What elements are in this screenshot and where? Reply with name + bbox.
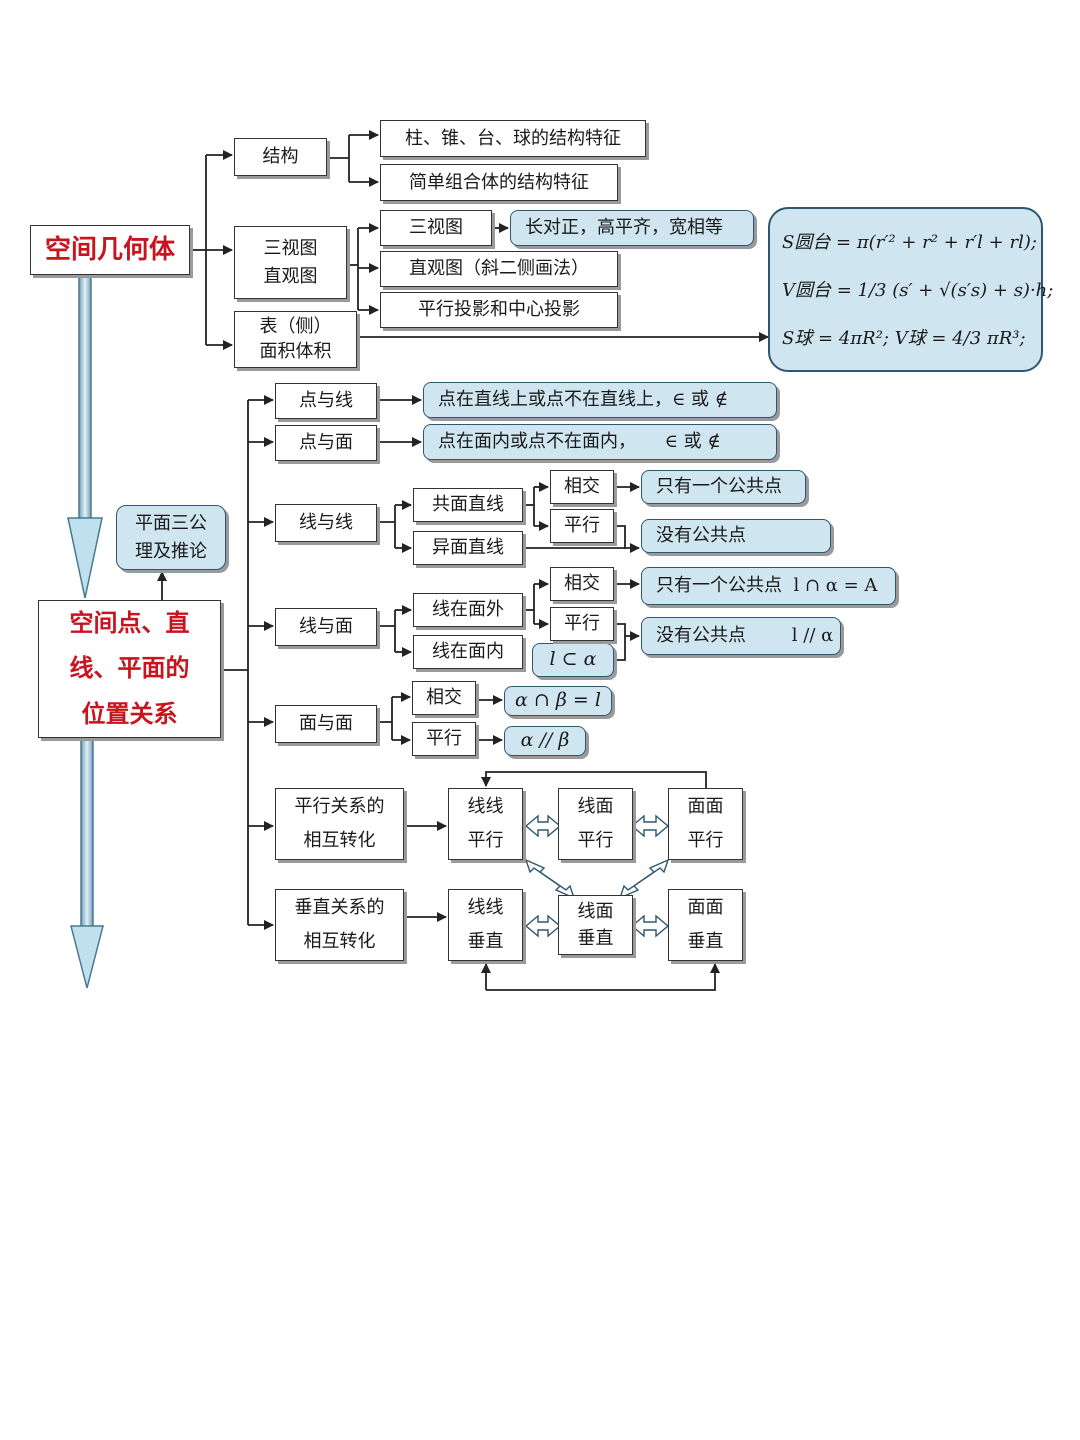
views-label-line1: 三视图: [263, 237, 318, 259]
perp-transform-node: 垂直关系的 相互转化: [275, 889, 404, 961]
coplanar-node: 共面直线: [413, 488, 523, 522]
lp-parallel-node: 平行: [550, 607, 614, 641]
pt-lp-line1: 线面: [577, 795, 614, 817]
inside-node: 线在面内: [413, 635, 523, 669]
point-line-node: 点与线: [275, 383, 377, 419]
ll-no-point-desc: 没有公共点: [641, 519, 831, 553]
perp-ll-line2: 垂直: [467, 931, 504, 952]
perp-label-line1: 垂直关系的: [294, 896, 385, 918]
perp-line-plane-node: 线面 垂直: [558, 895, 633, 955]
main-topic-line3: 位置关系: [81, 699, 178, 728]
ll-parallel-node: 平行: [550, 509, 614, 543]
pt-label-line1: 平行关系的: [294, 795, 385, 817]
line-line-node: 线与线: [275, 504, 377, 542]
axioms-line2: 理及推论: [135, 540, 207, 562]
pt-line-plane-node: 线面 平行: [558, 788, 633, 860]
inside-math: l ⊂ α: [532, 643, 614, 677]
formula-box: S圆台 = π(r′² + r² + r′l + rl); V圆台 = 1/3 …: [768, 207, 1054, 372]
ll-intersect-node: 相交: [550, 470, 614, 504]
structure-item-2: 简单组合体的结构特征: [380, 164, 618, 201]
perp-line-line-node: 线线 垂直: [448, 889, 523, 961]
pt-line-line-node: 线线 平行: [448, 788, 523, 860]
three-view-rule: 长对正，高平齐，宽相等: [510, 210, 754, 246]
main-topic-line2: 线、平面的: [69, 654, 190, 683]
pp-parallel-node: 平行: [412, 722, 476, 756]
line-plane-node: 线与面: [275, 608, 377, 646]
perp-pp-line1: 面面: [687, 896, 724, 918]
parallel-transform-node: 平行关系的 相互转化: [275, 788, 404, 860]
area-line2: 面积体积: [259, 340, 332, 362]
plane-plane-node: 面与面: [275, 705, 377, 743]
pp-intersect-math: α ∩ β = l: [504, 686, 612, 716]
pt-ll-line1: 线线: [467, 795, 504, 817]
perp-plane-plane-node: 面面 垂直: [668, 889, 743, 961]
pt-label-line2: 相互转化: [303, 830, 376, 851]
area-volume-node: 表（侧） 面积体积: [234, 311, 357, 368]
structure-node: 结构: [234, 138, 327, 176]
pt-plane-plane-node: 面面 平行: [668, 788, 743, 860]
three-view-node: 三视图: [380, 210, 492, 246]
perp-lp-line2: 垂直: [577, 928, 614, 949]
axioms-node: 平面三公 理及推论: [116, 505, 226, 570]
pp-intersect-node: 相交: [412, 681, 476, 715]
projection-node: 平行投影和中心投影: [380, 292, 618, 328]
lp-one-point-desc: 只有一个公共点 l ∩ α = A: [641, 567, 896, 605]
pt-ll-line2: 平行: [467, 830, 504, 851]
views-label-line2: 直观图: [263, 265, 318, 287]
perp-lp-line1: 线面: [577, 901, 614, 922]
pt-pp-line2: 平行: [687, 830, 724, 851]
perp-ll-line1: 线线: [467, 896, 504, 918]
ll-one-point-desc: 只有一个公共点: [641, 470, 806, 504]
area-line1: 表（侧）: [259, 316, 332, 338]
point-plane-node: 点与面: [275, 425, 377, 461]
point-plane-desc: 点在面内或点不在面内， ∈ 或 ∉: [423, 424, 777, 460]
pt-pp-line1: 面面: [687, 795, 724, 817]
main-topic-node: 空间点、直 线、平面的 位置关系: [38, 600, 221, 738]
pt-lp-line2: 平行: [577, 830, 614, 851]
formula-frustum-volume: V圆台 = 1/3 (s′ + √(s′s) + s)·h;: [782, 280, 1054, 301]
views-node: 三视图 直观图: [234, 226, 347, 299]
outside-node: 线在面外: [413, 593, 523, 627]
oblique-node: 直观图（斜二侧画法）: [380, 251, 618, 287]
point-line-desc: 点在直线上或点不在直线上，∈ 或 ∉: [423, 382, 777, 418]
lp-intersect-node: 相交: [550, 567, 614, 601]
skew-node: 异面直线: [413, 531, 523, 565]
formula-sphere: S球 = 4πR²; V球 = 4/3 πR³;: [782, 328, 1026, 349]
root-node: 空间几何体: [30, 225, 190, 275]
lp-no-point-desc: 没有公共点 l // α: [641, 617, 841, 655]
main-topic-line1: 空间点、直: [69, 608, 190, 637]
perp-label-line2: 相互转化: [303, 931, 376, 952]
structure-item-1: 柱、锥、台、球的结构特征: [380, 120, 646, 157]
formula-frustum-area: S圆台 = π(r′² + r² + r′l + rl);: [782, 232, 1037, 253]
axioms-line1: 平面三公: [135, 512, 207, 534]
perp-pp-line2: 垂直: [687, 931, 724, 952]
pp-parallel-math: α // β: [504, 726, 586, 756]
